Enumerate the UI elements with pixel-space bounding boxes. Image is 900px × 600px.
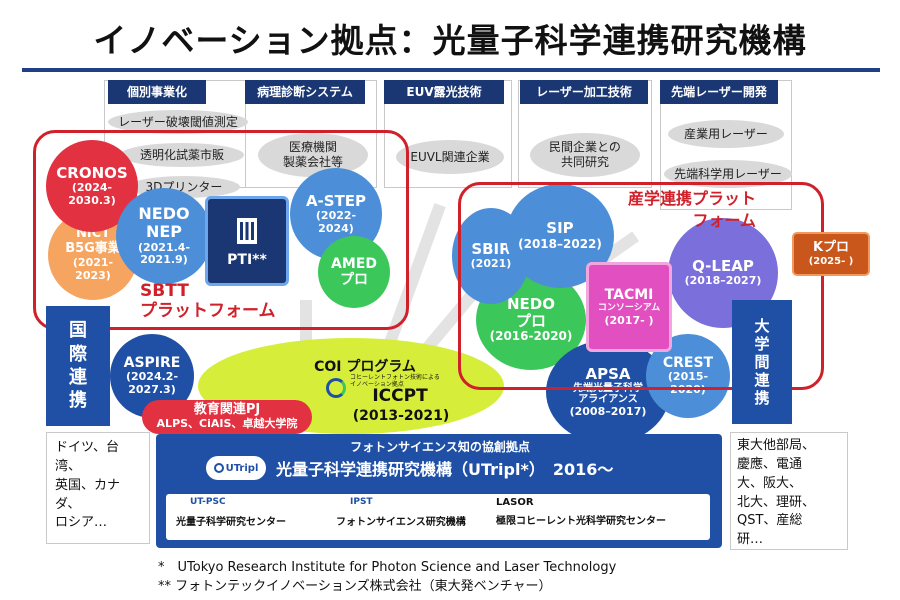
iccpt-name: ICCPT <box>372 386 428 406</box>
center-ut-psc: UT-PSC 光量子科学研究センター <box>176 497 326 528</box>
sbir-name: SBIR <box>471 240 511 259</box>
utripl-name: 光量子科学連携研究機構（UTripl*） 2016〜 <box>276 460 614 479</box>
education-label: 教育関連PJ <box>193 402 261 418</box>
column-header-euv: EUV露光技術 <box>384 80 504 104</box>
international-label: 国 際 連 携 <box>69 320 87 412</box>
pill-joint-research: 民間企業との 共同研究 <box>530 133 640 177</box>
education-pill: 教育関連PJ ALPS、CiAIS、卓越大学院 <box>142 400 312 434</box>
utripl-logo-text: UTripl <box>225 462 259 474</box>
circle-amed: AMED プロ <box>318 236 390 308</box>
kpro-years: (2025- ) <box>808 255 854 267</box>
coi-label: COI プログラム <box>314 359 416 375</box>
sbtt-platform-frame <box>33 130 409 330</box>
q-leap-name: Q-LEAP <box>692 257 754 276</box>
international-partners-box: ドイツ、台湾、 英国、カナダ、 ロシア… <box>46 432 150 544</box>
footnote-2: ** フォトンテックイノベーションズ株式会社（東大発ベンチャー） <box>158 579 552 594</box>
cronos-name: CRONOS <box>56 163 128 182</box>
sip-name: SIP <box>546 219 574 238</box>
footnote-1: * UTokyo Research Institute for Photon S… <box>158 560 617 575</box>
pill-euvl-companies: EUVL関連企業 <box>396 140 504 174</box>
column-header-individual: 個別事業化 <box>108 80 206 104</box>
amed-name: AMED プロ <box>331 255 377 288</box>
ipst-logo: IPST <box>350 497 373 507</box>
utripl-logo: UTripl <box>206 456 266 480</box>
pti-name: PTI** <box>227 252 267 268</box>
education-sub: ALPS、CiAIS、卓越大学院 <box>156 417 298 431</box>
coi-logo-icon <box>326 378 346 398</box>
apsa-years: (2008–2017) <box>569 404 647 418</box>
iccpt-years: (2013-2021) <box>352 408 450 424</box>
aspire-name: ASPIRE <box>123 355 181 372</box>
column-header-laser-processing: レーザー加工技術 <box>520 80 648 104</box>
nedo-pro-name: NEDO プロ <box>506 294 555 331</box>
tacmi-box: TACMI コンソーシアム (2017- ) <box>586 262 672 352</box>
lasor-logo: LASOR <box>496 497 534 508</box>
tacmi-sub: コンソーシアム <box>597 303 661 314</box>
building-icon <box>237 218 257 244</box>
university-partners-box: 東大他部局、 慶應、電通 大、阪大、 北大、理研、 QST、産総 研… <box>730 432 848 550</box>
industry-platform-frame <box>458 182 824 390</box>
tacmi-name: TACMI <box>604 286 654 303</box>
nict-years: (2021- 2023) <box>72 256 114 282</box>
pill-clearing-reagent: 透明化試薬市販 <box>120 143 244 167</box>
nedo-nep-name: NEDO NEP <box>138 203 190 242</box>
ut-psc-logo: UT-PSC <box>190 497 226 507</box>
university-block: 大 学 間 連 携 <box>732 300 792 424</box>
lasor-name: 極限コヒーレント光科学研究センター <box>496 516 666 527</box>
sbtt-label: SBTT プラットフォーム <box>140 281 276 321</box>
center-ipst: IPST フォトンサイエンス研究機構 <box>336 497 486 528</box>
circle-cronos: CRONOS (2024- 2030.3) <box>46 140 138 232</box>
utripl-centers-box <box>166 494 710 540</box>
pill-industrial-laser: 産業用レーザー <box>668 120 784 148</box>
crest-name: CREST <box>662 355 714 372</box>
nedo-pro-years: (2016-2020) <box>489 329 573 344</box>
kpro-name: Kプロ <box>812 240 850 256</box>
industry-label: 産学連携プラット フォーム <box>627 189 756 230</box>
a-step-name: A-STEP <box>305 191 367 210</box>
coi-subtitle: コヒーレントフォトン技術による イノベーション拠点 <box>350 374 440 389</box>
ut-psc-name: 光量子科学研究センター <box>176 517 286 528</box>
pti-box: PTI** <box>205 196 289 286</box>
ipst-name: フォトンサイエンス研究機構 <box>336 517 466 528</box>
apsa-name: APSA <box>585 364 631 383</box>
utripl-logo-icon <box>213 463 224 473</box>
q-leap-years: (2018–2027) <box>684 274 762 288</box>
nedo-nep-years: (2021.4- 2021.9) <box>137 240 191 267</box>
university-label: 大 学 間 連 携 <box>754 317 770 407</box>
circle-nedo-nep: NEDO NEP (2021.4- 2021.9) <box>116 188 212 284</box>
page-title: イノベーション拠点：光量子科学連携研究機構 <box>93 21 807 60</box>
kpro-box: Kプロ (2025- ) <box>792 232 870 276</box>
title-underline <box>22 68 880 72</box>
aspire-years: (2024.2- 2027.3) <box>125 370 179 397</box>
sbir-years: (2021) <box>470 257 512 271</box>
international-block: 国 際 連 携 <box>46 306 110 426</box>
a-step-years: (2022- 2024) <box>315 208 357 235</box>
column-header-advanced-laser: 先端レーザー開発 <box>660 80 778 104</box>
utripl-header: フォトンサイエンス知の協創拠点 <box>350 440 530 454</box>
sip-years: (2018–2022) <box>518 236 602 251</box>
column-header-pathology: 病理診断システム <box>245 80 365 104</box>
tacmi-years: (2017- ) <box>604 314 654 328</box>
cronos-years: (2024- 2030.3) <box>68 180 116 207</box>
center-lasor: LASOR 極限コヒーレント光科学研究センター <box>496 497 708 527</box>
